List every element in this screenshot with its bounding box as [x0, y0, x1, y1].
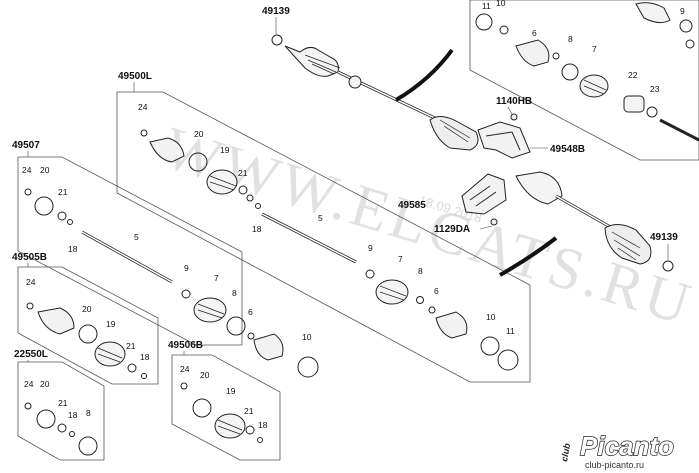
pn-19[interactable]: 19 [106, 319, 116, 329]
pn-10[interactable]: 10 [302, 332, 312, 342]
pn-21[interactable]: 21 [238, 168, 248, 178]
pn-7[interactable]: 7 [398, 254, 403, 264]
pn-5[interactable]: 5 [318, 213, 323, 223]
pn-6[interactable]: 6 [532, 28, 537, 38]
ref-49139-right[interactable]: 49139 [650, 232, 678, 243]
ref-49548b[interactable]: 49548B [550, 144, 585, 155]
panel-top-right [469, 0, 699, 161]
pn-21[interactable]: 21 [58, 187, 68, 197]
main-shaft-upper [271, 34, 479, 151]
panel-49505b-parts [26, 302, 147, 379]
panel-top-right-parts [475, 2, 699, 142]
logo-prefix: club [559, 442, 572, 462]
pn-7[interactable]: 7 [214, 273, 219, 283]
pn-9[interactable]: 9 [368, 243, 373, 253]
panel-49506b-parts [180, 382, 263, 443]
panel-49507 [17, 156, 243, 346]
pn-8[interactable]: 8 [568, 34, 573, 44]
logo-brand: Picanto [580, 431, 674, 461]
pn-24[interactable]: 24 [180, 364, 190, 374]
panel-49500l-parts [140, 129, 519, 371]
ref-22550l[interactable]: 22550L [14, 349, 48, 360]
pn-7[interactable]: 7 [592, 44, 597, 54]
band-lower [499, 236, 558, 277]
pn-18[interactable]: 18 [252, 224, 262, 234]
pn-20[interactable]: 20 [82, 304, 92, 314]
bracket-assembly [461, 113, 531, 226]
pn-24[interactable]: 24 [138, 102, 148, 112]
band-upper [394, 48, 454, 102]
pn-9[interactable]: 9 [184, 263, 189, 273]
leader-lines [27, 17, 669, 362]
pn-8[interactable]: 8 [418, 266, 423, 276]
pn-11[interactable]: 11 [482, 1, 491, 11]
pn-8[interactable]: 8 [232, 288, 237, 298]
ref-49500l[interactable]: 49500L [118, 71, 152, 82]
ref-49139-top[interactable]: 49139 [262, 6, 290, 17]
pn-22[interactable]: 22 [628, 70, 638, 80]
pn-21[interactable]: 21 [58, 398, 68, 408]
pn-24[interactable]: 24 [26, 277, 36, 287]
pn-21[interactable]: 21 [244, 406, 254, 416]
pn-20[interactable]: 20 [200, 370, 210, 380]
pn-20[interactable]: 20 [40, 165, 50, 175]
pn-20[interactable]: 20 [194, 129, 204, 139]
pn-19[interactable]: 19 [226, 386, 236, 396]
panel-22550l-parts [24, 402, 98, 456]
ref-49506b[interactable]: 49506B [168, 340, 203, 351]
ref-49507[interactable]: 49507 [12, 140, 40, 151]
panel-49505b [17, 266, 159, 385]
ref-1129da[interactable]: 1129DA [434, 224, 470, 235]
main-shaft-lower [515, 171, 674, 272]
part-numbers: 24 20 19 21 18 5 9 7 8 6 10 11 24 20 21 … [22, 0, 685, 430]
ref-49585[interactable]: 49585 [398, 200, 426, 211]
panel-49507-parts [24, 188, 319, 378]
pn-6[interactable]: 6 [248, 307, 253, 317]
pn-6[interactable]: 6 [434, 286, 439, 296]
reference-labels: 49139 49500L 49507 49505B 22550L 49506B … [12, 6, 678, 360]
site-logo[interactable]: club Picanto club-picanto.ru [559, 430, 675, 470]
ref-49505b[interactable]: 49505B [12, 252, 47, 263]
pn-5[interactable]: 5 [134, 232, 139, 242]
panel-49506b [171, 354, 281, 461]
ref-1140hb[interactable]: 1140HB [496, 96, 532, 107]
pn-18[interactable]: 18 [68, 244, 78, 254]
logo-url: club-picanto.ru [585, 460, 644, 470]
pn-10[interactable]: 10 [496, 0, 506, 8]
pn-10[interactable]: 10 [486, 312, 496, 322]
pn-20[interactable]: 20 [40, 379, 50, 389]
pn-23[interactable]: 23 [650, 84, 660, 94]
pn-8[interactable]: 8 [86, 408, 91, 418]
pn-18[interactable]: 18 [140, 352, 150, 362]
panel-49500l [116, 91, 531, 383]
pn-9[interactable]: 9 [680, 6, 685, 16]
pn-24[interactable]: 24 [24, 379, 34, 389]
pn-18[interactable]: 18 [258, 420, 268, 430]
pn-11[interactable]: 11 [506, 326, 515, 336]
pn-18[interactable]: 18 [68, 410, 78, 420]
pn-21[interactable]: 21 [126, 341, 136, 351]
panel-22550l [17, 361, 105, 461]
pn-19[interactable]: 19 [220, 145, 230, 155]
pn-24[interactable]: 24 [22, 165, 32, 175]
